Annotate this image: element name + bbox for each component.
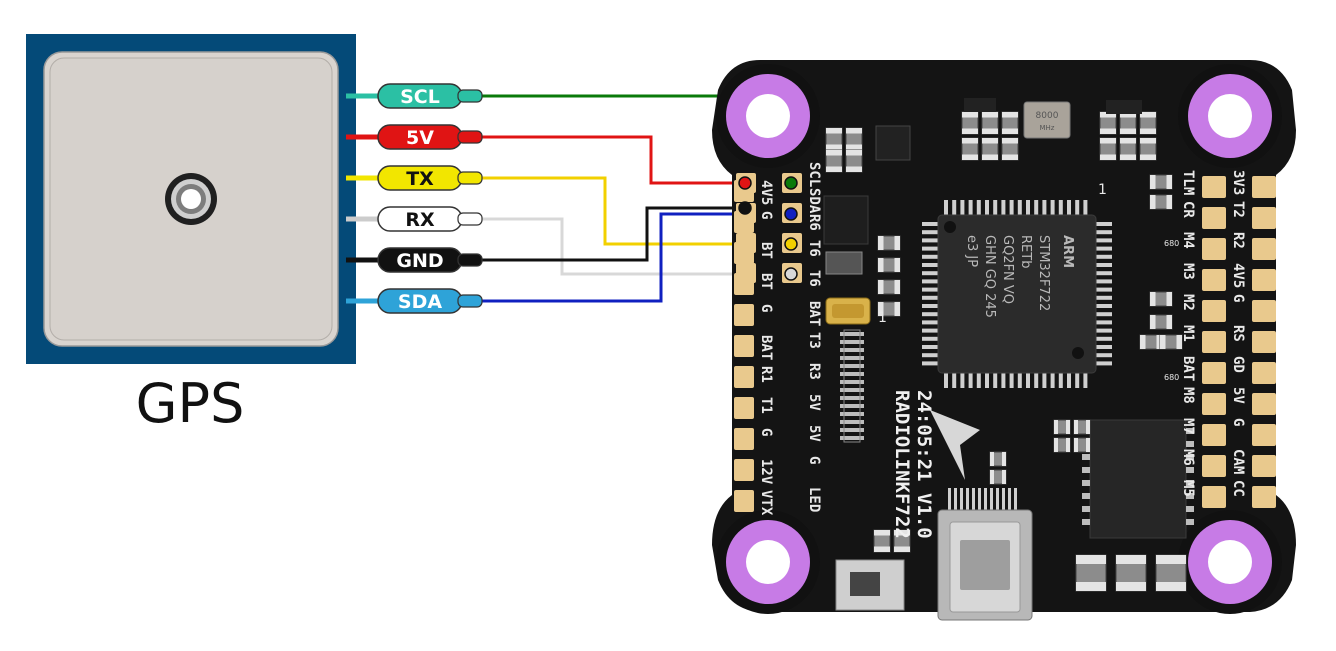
silk-right-label: 3V3: [1230, 170, 1246, 195]
silk-right-label-2: M8: [1180, 387, 1196, 404]
solder-point: [784, 176, 798, 190]
pin-scl: SCL: [377, 83, 483, 109]
silk-left-label: BAT: [758, 335, 774, 360]
silk-right-label-2: M7: [1180, 418, 1196, 435]
svg-text:MHz: MHz: [1040, 124, 1055, 132]
silk-left-label: VTX: [758, 490, 774, 516]
wire-sda: [480, 212, 791, 303]
silk-right-label-2: TLM: [1180, 170, 1196, 195]
solder-point: [784, 207, 798, 221]
pin-label: GND: [396, 250, 443, 272]
mcu-line-3: GQ2FN VQ: [1000, 235, 1015, 304]
wire-gnd: [480, 206, 745, 262]
silk-gps-header-label: SDA: [806, 188, 822, 214]
silk-left-label: G: [758, 428, 774, 436]
silk-left-label: G: [758, 304, 774, 312]
flash-chip: [1089, 419, 1187, 539]
gps-module: GPS: [26, 34, 356, 435]
mounting-hole-bottom-left: [716, 510, 820, 614]
silk-right-label: G: [1230, 418, 1246, 426]
silk-left-label-2: G: [806, 456, 822, 464]
pin-gnd: GND: [377, 247, 483, 273]
silk-right-label-2: CR: [1180, 201, 1196, 218]
pin-rx: RX: [377, 206, 483, 232]
silk-mark: 680: [1164, 239, 1179, 248]
silk-left-label: R1: [758, 366, 774, 383]
silk-right-label: CAM: [1230, 449, 1246, 474]
mcu-chip: ARM STM32F722 RETb GQ2FN VQ GHN GQ 245 e…: [922, 200, 1112, 388]
silk-right-label: T2: [1230, 201, 1246, 218]
radiolink-arrow-icon: [930, 410, 980, 480]
pin-label: SCL: [400, 86, 440, 108]
silk-gps-header-label: T6: [806, 240, 822, 257]
mounting-hole-top-right: [1178, 64, 1282, 168]
silk-right-label: 5V: [1230, 387, 1246, 404]
silk-right-label: GD: [1230, 356, 1246, 373]
silk-gps-header-label: SCL: [806, 162, 822, 187]
flight-controller-board: ARM STM32F722 RETb GQ2FN VQ GHN GQ 245 e…: [712, 60, 1296, 621]
silk-left-label: 12V: [758, 459, 774, 485]
silk-right-label-2: M3: [1180, 263, 1196, 280]
silk-left-label-2: 5V: [806, 425, 822, 442]
pin-label: 5V: [406, 127, 434, 149]
wire-5v: [480, 135, 745, 185]
board-silkscreen: 4V5GBTBTGBATR1T1G12VVTXT6BATT3R35V5VGLED…: [758, 162, 1246, 516]
mcu-line-2: RETb: [1018, 235, 1033, 268]
pin-sda: SDA: [377, 288, 483, 314]
silk-right-label: G: [1230, 294, 1246, 302]
silk-right-label-2: BAT: [1180, 356, 1196, 381]
silk-right-label-2: M1: [1180, 325, 1196, 342]
silk-right-label-2: M5: [1180, 480, 1196, 497]
silk-left-label-2: LED: [806, 487, 822, 512]
silk-gps-header-label: R6: [806, 214, 822, 231]
solder-point: [738, 176, 752, 190]
mcu-line-1: STM32F722: [1036, 235, 1051, 311]
silk-right-label-2: M2: [1180, 294, 1196, 311]
mounting-hole-bottom-right: [1178, 510, 1282, 614]
silk-left-label-2: T3: [806, 332, 822, 349]
silk-left-label: 4V5: [758, 180, 774, 205]
wire-rx: [480, 217, 791, 276]
pin-5v: 5V: [377, 124, 483, 150]
mcu-line-4: GHN GQ 245: [982, 235, 997, 318]
silk-right-label: CC: [1230, 480, 1246, 497]
wire-tx: [480, 176, 791, 246]
usb-c-port: [937, 488, 1033, 621]
pin-label: RX: [405, 209, 435, 231]
silk-left-label: G: [758, 211, 774, 219]
silk-left-label-2: T6: [806, 270, 822, 287]
silk-left-label-2: R3: [806, 363, 822, 380]
mounting-hole-top-left: [716, 64, 820, 168]
silk-right-label: R2: [1230, 232, 1246, 249]
silk-right-label: RS: [1230, 325, 1246, 342]
silk-right-label: 4V5: [1230, 263, 1246, 288]
boot-switch: [835, 559, 905, 611]
mcu-brand: ARM: [1060, 235, 1075, 268]
silk-right-label-2: M4: [1180, 232, 1196, 249]
svg-text:8000: 8000: [1036, 111, 1059, 121]
silk-right-label-2: M6: [1180, 449, 1196, 466]
gps-connector: SCL 5V TX RX GND SDA: [346, 83, 483, 314]
pin-label: SDA: [398, 291, 442, 313]
silk-left-label-2: 5V: [806, 394, 822, 411]
gps-title: GPS: [136, 372, 245, 435]
solder-point: [784, 237, 798, 251]
crystal-oscillator: 8000 MHz: [1023, 101, 1071, 139]
silk-mark: 1: [878, 310, 887, 326]
solder-point: [784, 267, 798, 281]
silk-left-label: T1: [758, 397, 774, 414]
gps-header-pads: [736, 173, 802, 283]
mcu-line-5: e3 JP: [964, 235, 979, 267]
board-version: 24:05:21 V1.0: [913, 390, 935, 539]
pin-label: TX: [406, 168, 434, 190]
silk-left-label: BT: [758, 273, 774, 290]
solder-point: [738, 201, 752, 215]
pin-tx: TX: [377, 165, 483, 191]
silk-left-label-2: BAT: [806, 301, 822, 326]
board-name: RADIOLINKF722: [891, 390, 913, 539]
silk-mark: 1: [1098, 182, 1107, 198]
silk-left-label: BT: [758, 242, 774, 259]
silk-mark: 680: [1164, 373, 1179, 382]
